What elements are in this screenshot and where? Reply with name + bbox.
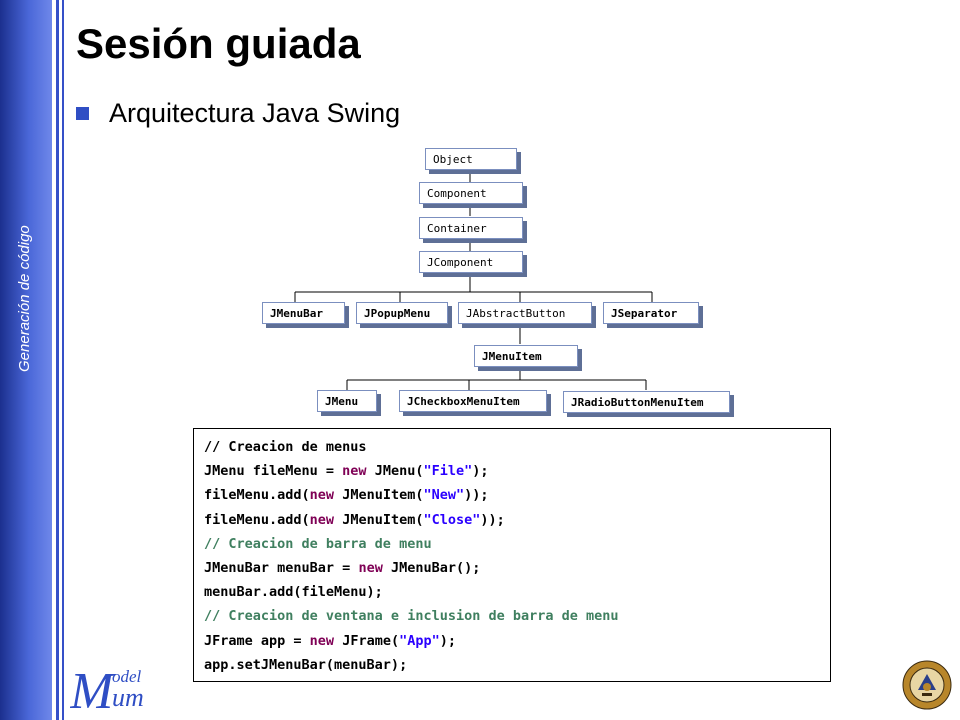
side-decoration-line	[62, 0, 64, 720]
code-token: "New"	[423, 487, 465, 504]
square-bullet-icon	[76, 107, 89, 120]
university-seal-icon	[902, 660, 952, 710]
code-token: JMenuBar();	[382, 560, 481, 577]
model-logo-letter-m: M	[70, 663, 116, 714]
bullet-text: Arquitectura Java Swing	[109, 98, 401, 128]
code-token: new	[309, 511, 335, 528]
code-line: // Creacion de barra de menu	[204, 532, 830, 556]
class-node-jabstractbutton: JAbstractButton	[458, 302, 592, 324]
code-line: JFrame app = new JFrame("App");	[204, 629, 830, 653]
code-token: new	[309, 487, 335, 504]
code-token: ));	[480, 511, 505, 528]
model-logo: M odel um	[70, 663, 144, 714]
slide-title: Sesión guiada	[76, 20, 361, 67]
code-line: menuBar.add(fileMenu);	[204, 580, 830, 604]
code-token: fileMenu.add(	[204, 511, 310, 528]
code-token: );	[472, 463, 489, 480]
code-token: JMenu fileMenu =	[204, 463, 343, 480]
code-line: fileMenu.add(new JMenuItem("Close"));	[204, 508, 830, 532]
code-token: JMenu(	[366, 463, 424, 480]
code-token: new	[358, 560, 383, 577]
code-token: "App"	[399, 632, 440, 649]
code-token: JMenuBar menuBar =	[204, 560, 359, 577]
class-node-jpopupmenu: JPopupMenu	[356, 302, 448, 324]
code-token: JMenuItem(	[334, 487, 424, 504]
code-token: // Creacion de menus	[204, 439, 367, 455]
code-line: // Creacion de menus	[204, 435, 830, 459]
code-token: JMenuItem(	[334, 511, 424, 528]
code-token: "Close"	[423, 511, 481, 528]
code-token: ));	[464, 487, 489, 504]
class-node-jcomponent: JComponent	[419, 251, 523, 273]
code-token: fileMenu.add(	[204, 487, 310, 504]
side-decoration-band	[0, 0, 52, 720]
side-decoration-line	[56, 0, 59, 720]
code-token: // Creacion de barra de menu	[204, 535, 432, 552]
code-line: JMenuBar menuBar = new JMenuBar();	[204, 556, 830, 580]
code-line: // Creacion de ventana e inclusion de ba…	[204, 604, 830, 628]
class-node-jmenubar: JMenuBar	[262, 302, 345, 324]
class-node-object: Object	[425, 148, 517, 170]
bullet-item: Arquitectura Java Swing	[76, 98, 400, 129]
class-node-jmenu: JMenu	[317, 390, 377, 412]
code-line: app.setJMenuBar(menuBar);	[204, 653, 830, 677]
code-token: JFrame app =	[204, 632, 310, 649]
class-node-component: Component	[419, 182, 523, 204]
model-logo-word: odel	[112, 667, 142, 686]
code-line: JMenu fileMenu = new JMenu("File");	[204, 459, 830, 483]
code-token: JFrame(	[334, 632, 400, 649]
class-node-jradiobuttonmenuitem: JRadioButtonMenuItem	[563, 391, 730, 413]
code-token: // Creacion de ventana e inclusion de ba…	[204, 608, 619, 625]
class-node-jseparator: JSeparator	[603, 302, 699, 324]
class-node-jcheckboxmenuitem: JCheckboxMenuItem	[399, 390, 547, 412]
code-token: new	[309, 632, 335, 649]
code-token: );	[439, 632, 456, 649]
code-token: new	[342, 463, 367, 480]
class-node-container: Container	[419, 217, 523, 239]
code-line: fileMenu.add(new JMenuItem("New"));	[204, 483, 830, 507]
code-token: app.setJMenuBar(menuBar);	[204, 656, 408, 673]
code-token: menuBar.add(fileMenu);	[204, 584, 383, 601]
model-logo-word: um	[112, 683, 144, 712]
code-token: "File"	[423, 463, 473, 480]
class-node-jmenuitem: JMenuItem	[474, 345, 578, 367]
